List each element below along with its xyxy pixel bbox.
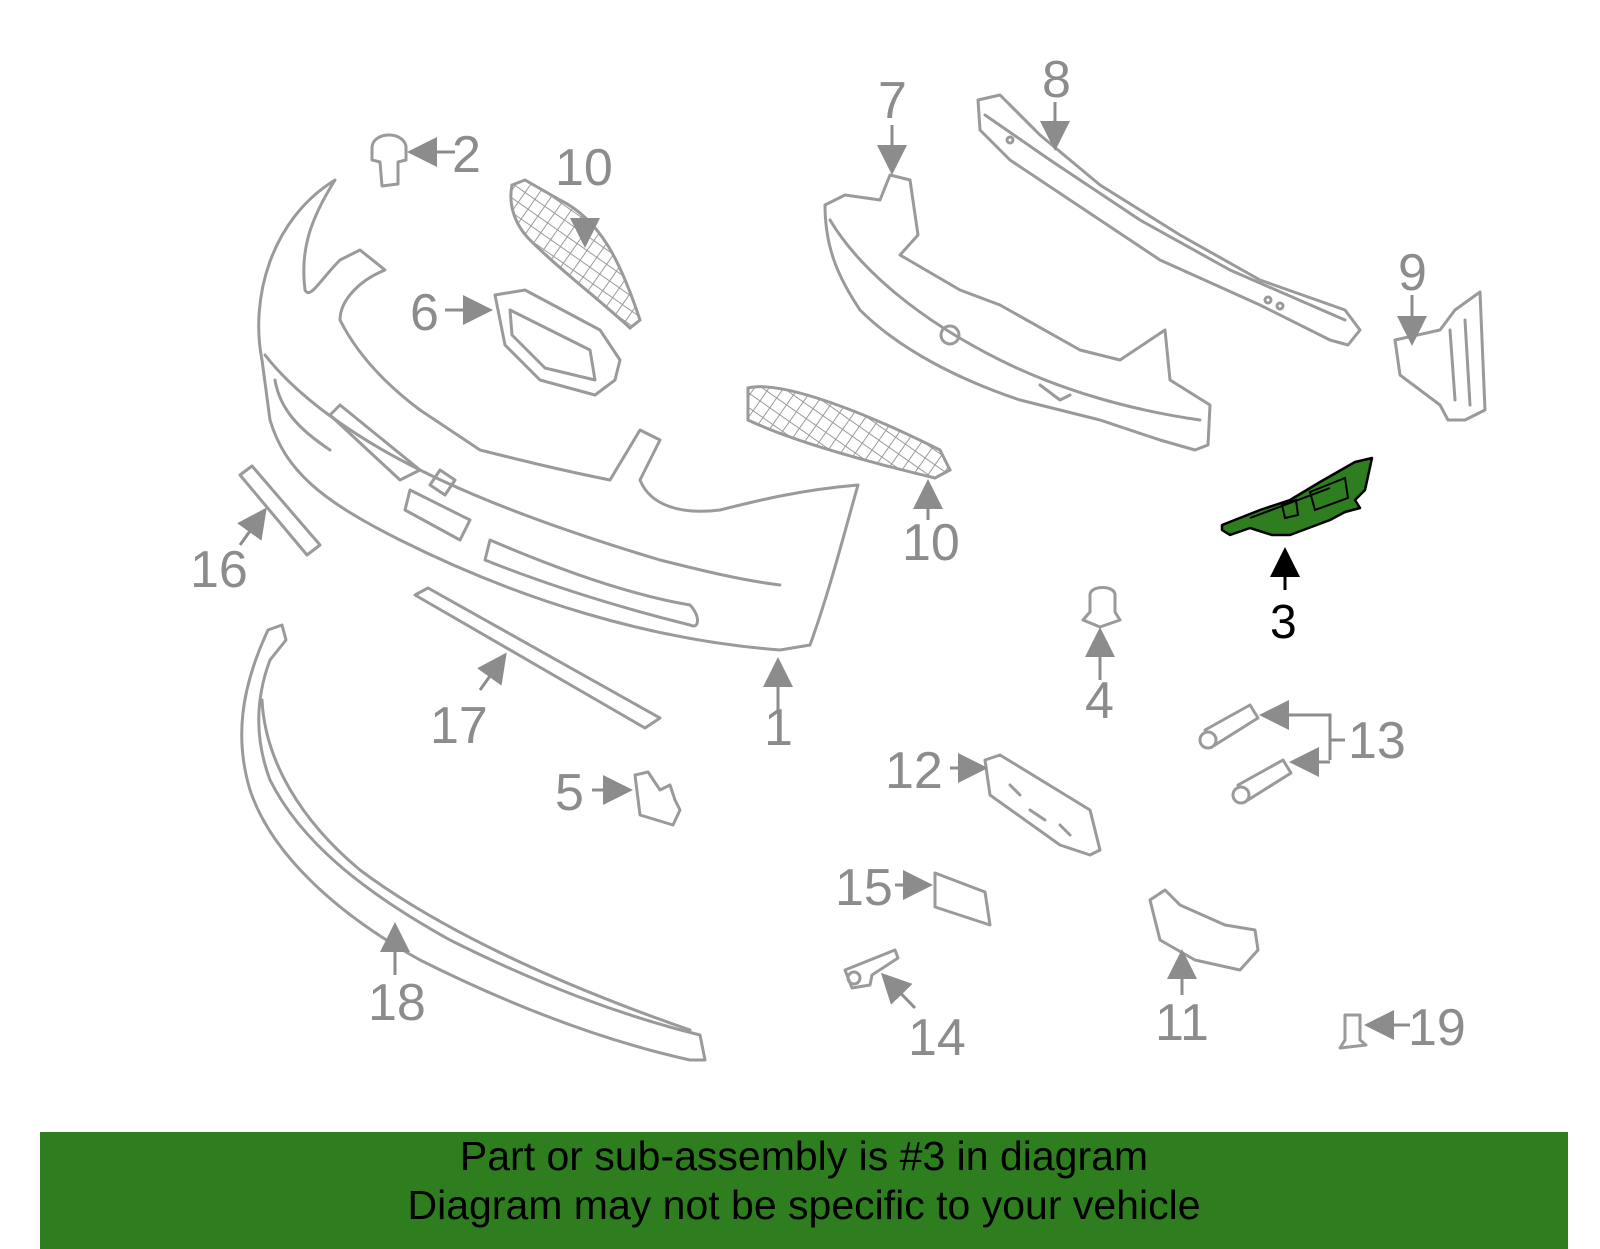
callout-5: 5 [555,764,633,822]
svg-text:10: 10 [555,139,613,197]
svg-text:8: 8 [1042,51,1071,109]
svg-text:9: 9 [1398,244,1427,302]
callout-12: 12 [885,742,988,800]
callout-11: 11 [1155,949,1209,1052]
callout-1: 1 [763,657,793,757]
svg-text:1: 1 [764,699,793,757]
callout-17: 17 [430,652,507,755]
clips-part-13 [1198,703,1293,805]
bolt-part-14 [843,948,900,990]
emblem-bracket [493,288,622,397]
callout-15: 15 [835,859,933,917]
svg-text:13: 13 [1348,712,1406,770]
svg-text:15: 15 [835,859,893,917]
callout-19: 19 [1364,999,1466,1057]
info-banner: Part or sub-assembly is #3 in diagram Di… [40,1132,1568,1249]
pad-part-15 [933,871,992,927]
callout-10-lower: 10 [902,479,960,572]
grille-lower [746,385,952,480]
callout-14: 14 [880,972,966,1067]
callout-10-upper: 10 [555,139,613,248]
bumper-cover [257,178,860,652]
callout-4: 4 [1085,627,1115,730]
svg-text:4: 4 [1085,672,1114,730]
callout-13: 13 [1259,700,1406,777]
svg-text:11: 11 [1155,994,1209,1052]
svg-text:16: 16 [190,541,248,599]
callout-16: 16 [190,507,267,599]
callout-9: 9 [1397,244,1427,346]
banner-line-2: Diagram may not be specific to your vehi… [407,1182,1201,1228]
side-bracket [1393,290,1487,422]
energy-absorber [823,173,1212,452]
callout-18: 18 [368,922,426,1032]
screw-part-19 [1338,1013,1368,1050]
callout-3: 3 [1270,547,1300,649]
svg-text:17: 17 [430,697,488,755]
plug-part-4 [1081,586,1122,629]
svg-text:3: 3 [1270,596,1297,649]
svg-text:6: 6 [410,284,439,342]
svg-text:10: 10 [902,514,960,572]
bracket-part-11 [1148,888,1260,972]
callout-7: 7 [877,72,907,175]
svg-text:5: 5 [555,764,584,822]
svg-text:19: 19 [1408,999,1466,1057]
banner-line-1: Part or sub-assembly is #3 in diagram [459,1133,1149,1179]
bracket-part-12 [983,753,1102,857]
strip-part-17 [413,586,662,730]
svg-text:18: 18 [368,974,426,1032]
bracket-part-5 [633,770,682,827]
callout-6: 6 [410,284,493,342]
highlighted-bracket-part-3 [1220,456,1374,537]
molding-part-16 [238,464,322,557]
svg-text:12: 12 [885,742,943,800]
svg-text:14: 14 [908,1009,966,1067]
callout-8: 8 [1040,51,1071,151]
reinforcement-beam [976,93,1362,347]
callout-2: 2 [407,126,481,184]
svg-text:2: 2 [452,126,481,184]
clip-part-2 [370,133,408,188]
lower-spoiler [240,623,707,1062]
svg-text:7: 7 [878,72,907,130]
